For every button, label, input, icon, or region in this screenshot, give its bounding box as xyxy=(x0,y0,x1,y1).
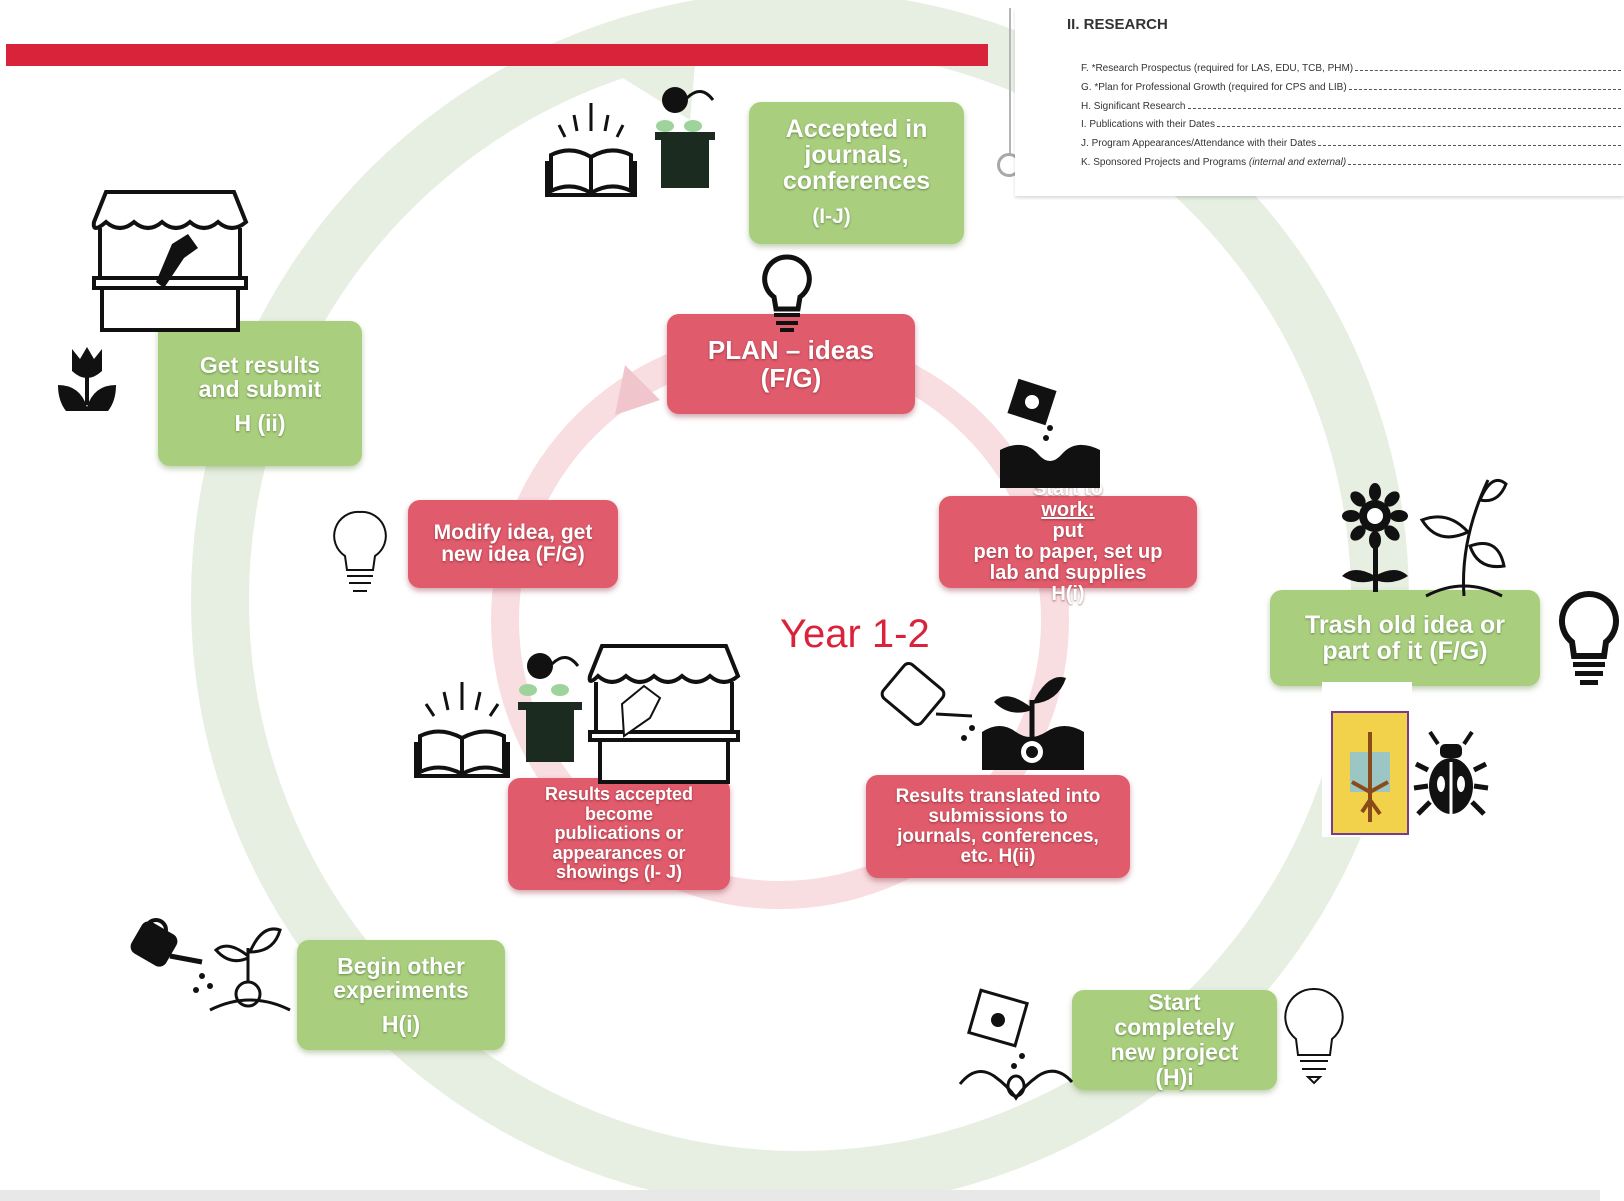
book-icon xyxy=(545,103,637,197)
box-modify-idea: Modify idea, get new idea (F/G) xyxy=(408,500,618,588)
research-item-j: J. Program Appearances/Attendance with t… xyxy=(1081,138,1621,149)
tulip-icon xyxy=(58,347,116,411)
market-stall-icon xyxy=(587,644,741,784)
watering-can-icon xyxy=(880,662,1084,770)
sprout-icon xyxy=(1419,479,1508,598)
box-results-translated: Results translated into submissions to j… xyxy=(866,775,1130,878)
research-item-k: K. Sponsored Projects and Programs (inte… xyxy=(1081,157,1621,168)
lightbulb-icon xyxy=(1558,590,1620,685)
inner-cycle-arrowhead xyxy=(615,365,660,415)
seed-packet-icon xyxy=(1000,378,1100,488)
box-results-accepted: Results accepted become publications or … xyxy=(508,778,730,890)
bug-picture-icon xyxy=(1322,682,1412,837)
research-item-f: F. *Research Prospectus (required for LA… xyxy=(1081,63,1621,74)
box-trash-old-idea: Trash old idea or part of it (F/G) xyxy=(1270,590,1540,686)
sunflower-icon xyxy=(1342,483,1408,592)
podium-speaker-icon xyxy=(655,87,715,188)
footer-bar xyxy=(0,1190,1600,1201)
market-stall-icon xyxy=(91,190,249,332)
research-item-i: I. Publications with their Dates xyxy=(1081,119,1621,130)
header-red-bar xyxy=(6,44,988,66)
podium-speaker-icon xyxy=(518,653,582,762)
box-plan-ideas: PLAN – ideas (F/G) xyxy=(667,314,915,414)
box-get-results: Get results and submit H (ii) xyxy=(158,321,362,466)
box-begin-other-experiments: Begin other experiments H(i) xyxy=(297,940,505,1050)
timeline-line xyxy=(1009,8,1011,158)
box-start-new-project: Start completely new project (H)i xyxy=(1072,990,1277,1090)
seed-packet-icon xyxy=(958,988,1074,1101)
year-label: Year 1-2 xyxy=(780,612,930,656)
book-icon xyxy=(414,682,510,778)
research-item-h: H. Significant Research xyxy=(1081,101,1621,112)
lightbulb-icon xyxy=(1284,987,1344,1085)
box-accepted-in-journals: Accepted in journals, conferences (I-J) xyxy=(749,102,964,244)
research-section-excerpt: II. RESEARCH F. *Research Prospectus (re… xyxy=(1015,8,1624,196)
research-item-g: G. *Plan for Professional Growth (requir… xyxy=(1081,82,1621,93)
beetle-icon xyxy=(1413,730,1489,816)
box-start-to-work: Start to work: put pen to paper, set up … xyxy=(939,479,1197,605)
lightbulb-icon xyxy=(762,254,812,332)
watering-can-icon xyxy=(130,918,291,1012)
research-title: II. RESEARCH xyxy=(1067,16,1168,33)
lightbulb-icon xyxy=(333,510,387,592)
